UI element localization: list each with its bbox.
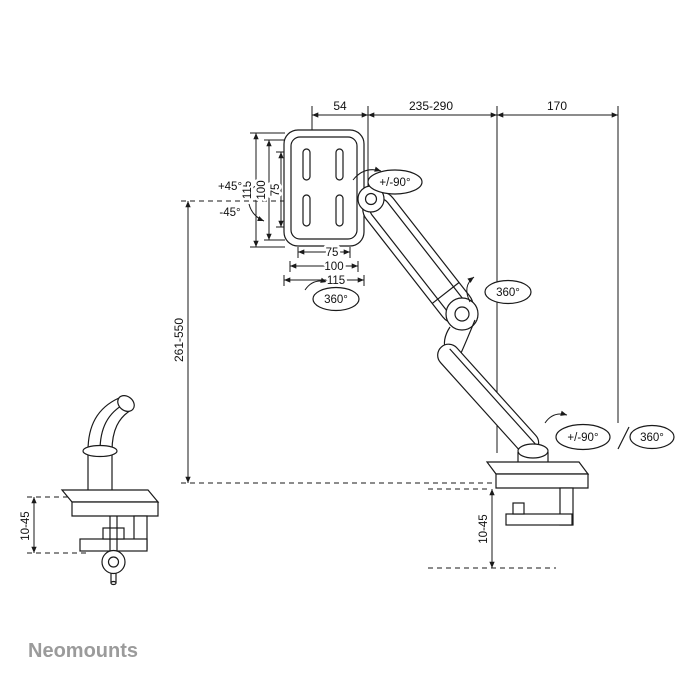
swivel-bubble — [367, 169, 423, 195]
base-swivel-arrow — [544, 410, 568, 424]
tilt-up-arrow — [248, 179, 265, 198]
vesa-spin-label: 360° — [324, 294, 348, 306]
monitor-arm — [357, 185, 549, 462]
arm-rotate-arrow — [466, 276, 475, 303]
vesa-spin-bubble — [312, 286, 360, 312]
forearm — [437, 343, 540, 455]
base-spin-bubble — [629, 424, 675, 450]
dimension-labels: 54 235-290 170 115 100 75 75 100 115 261… — [18, 97, 667, 547]
dim-vesa-h-115: 115 — [327, 275, 345, 287]
dim-height-range: 261-550 — [172, 318, 186, 362]
dim-vesa-h-75: 75 — [326, 247, 339, 259]
base-swivel-bubble — [555, 423, 611, 451]
dim-desk-right: 10-45 — [478, 514, 490, 543]
vesa-plate — [283, 129, 365, 247]
desk-clamp-left — [60, 395, 160, 586]
vesa-rotate-arrow — [304, 277, 328, 291]
tilt-down-arrow — [248, 203, 265, 222]
base-swivel-label: +/-90° — [567, 432, 598, 444]
rotation-bubbles — [312, 169, 675, 451]
slash-divider — [617, 426, 630, 450]
desk-clamp-right — [485, 461, 590, 526]
arm-spin-bubble — [484, 279, 532, 305]
dim-vesa-v-115: 115 — [242, 181, 254, 199]
dim-vesa-h-100: 100 — [324, 261, 343, 273]
dimension-lines — [27, 106, 619, 569]
dim-top-arm-range: 235-290 — [409, 99, 453, 113]
base-swivel-joint — [517, 443, 549, 459]
rotation-arrows — [248, 166, 568, 424]
tilt-up-label: +45° — [218, 181, 242, 193]
swivel-label: +/-90° — [379, 177, 410, 189]
base-spin-label: 360° — [640, 432, 664, 444]
arm-spin-label: 360° — [496, 287, 520, 299]
dim-desk-left: 10-45 — [20, 511, 32, 540]
pivot-swivel-arrow — [352, 166, 382, 181]
brand-logo: Neomounts — [28, 640, 138, 662]
pole-cut-end — [117, 395, 135, 412]
dim-top-offset: 54 — [333, 99, 347, 113]
dim-top-base: 170 — [547, 99, 567, 113]
dim-vesa-v-75: 75 — [270, 184, 282, 197]
dim-vesa-v-100: 100 — [256, 180, 268, 199]
tilt-down-label: -45° — [219, 207, 240, 219]
